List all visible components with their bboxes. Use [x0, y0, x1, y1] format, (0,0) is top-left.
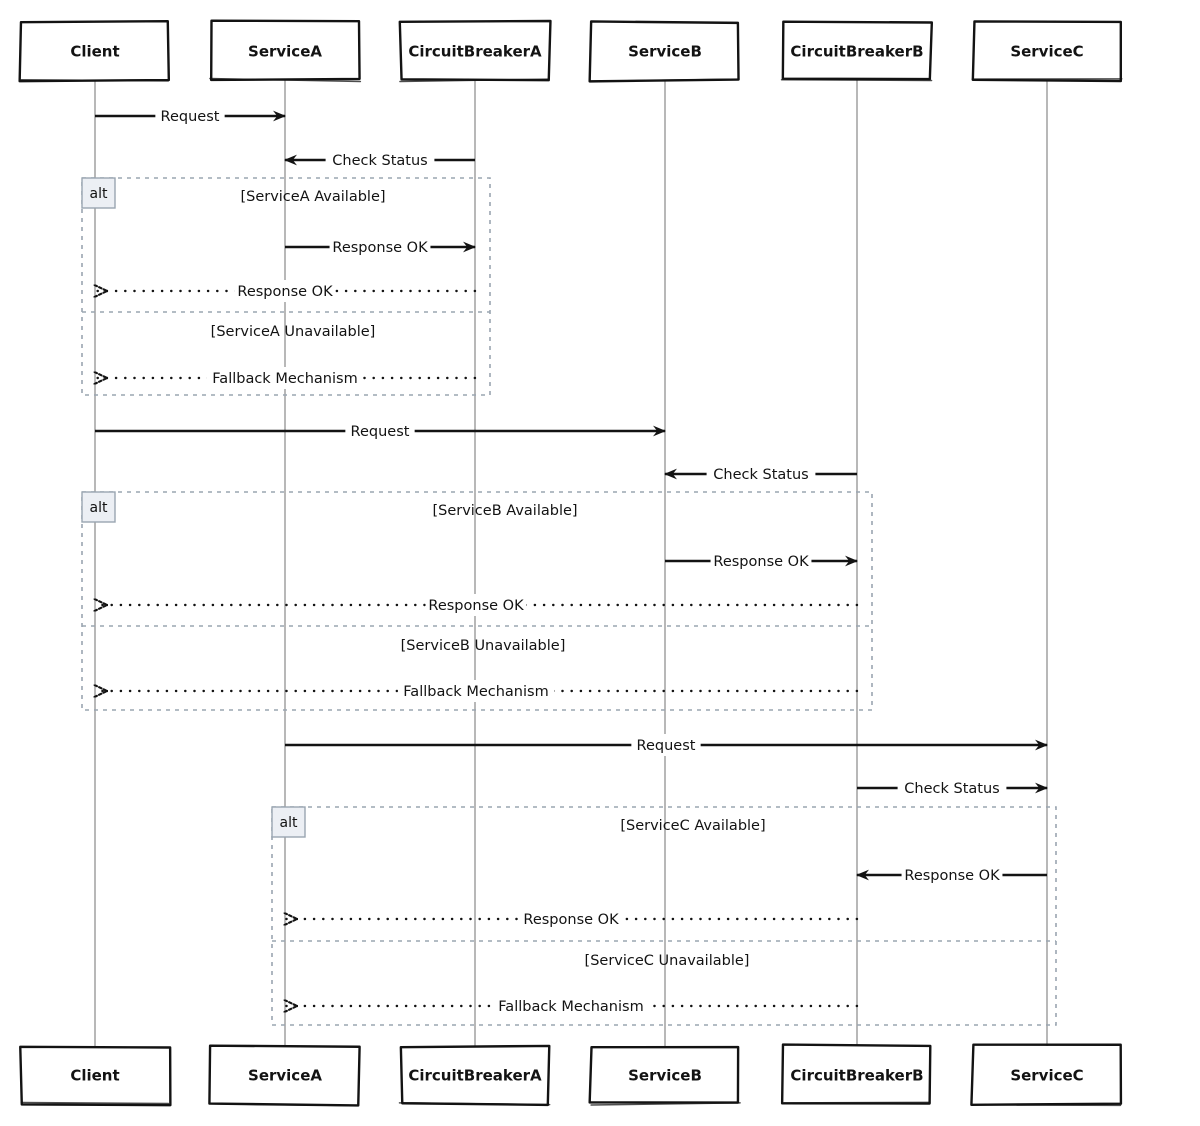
- participant-box-client-bottom[interactable]: Client: [19, 1045, 172, 1107]
- message-m7: Check Status: [664, 463, 857, 485]
- message-label-m13: Response OK: [904, 868, 1000, 884]
- participant-boxes-bottom: Client ServiceA CircuitBreakerA ServiceB Cir…: [19, 1043, 1123, 1107]
- message-label-m4: Response OK: [237, 284, 333, 300]
- message-label-m5: Fallback Mechanism: [212, 371, 357, 387]
- alt-condition-alt2-0: [ServiceB Available]: [432, 503, 577, 519]
- participant-boxes-top: Client ServiceA CircuitBreakerA ServiceB Cir…: [18, 19, 1123, 83]
- participant-label-serviceB-top: ServiceB: [628, 43, 702, 61]
- message-label-m14: Response OK: [523, 912, 619, 928]
- message-m11: Request: [285, 734, 1048, 756]
- alt-keyword-text-alt1: alt: [90, 186, 108, 202]
- message-m2: Check Status: [284, 149, 475, 171]
- participant-box-circuitBreakerB-top[interactable]: CircuitBreakerB: [780, 20, 934, 82]
- alt-frame-alt1: [81, 177, 491, 396]
- alt-condition-alt3-0: [ServiceC Available]: [620, 818, 765, 834]
- message-m3: Response OK: [285, 236, 476, 258]
- message-label-m11: Request: [637, 738, 696, 754]
- participant-label-client-top: Client: [70, 43, 119, 61]
- participant-box-client-top[interactable]: Client: [18, 19, 171, 83]
- message-m14: Response OK: [285, 908, 859, 930]
- message-m8: Response OK: [665, 550, 858, 572]
- participant-label-serviceA-bottom: ServiceA: [248, 1067, 322, 1085]
- alt-frame-alt3: [271, 806, 1057, 1026]
- alt-condition-alt1-0: [ServiceA Available]: [240, 189, 385, 205]
- message-label-m3: Response OK: [332, 240, 428, 256]
- participant-label-serviceC-bottom: ServiceC: [1010, 1067, 1083, 1085]
- message-label-m12: Check Status: [904, 781, 999, 797]
- participant-label-serviceC-top: ServiceC: [1010, 43, 1083, 61]
- participant-box-serviceB-top[interactable]: ServiceB: [588, 20, 740, 83]
- alt-condition-alt2-1: [ServiceB Unavailable]: [401, 638, 566, 654]
- participant-box-serviceC-top[interactable]: ServiceC: [971, 20, 1123, 83]
- alt-condition-alt3-1: [ServiceC Unavailable]: [585, 953, 750, 969]
- message-m1: Request: [95, 105, 286, 127]
- participant-label-circuitBreakerA-top: CircuitBreakerA: [408, 43, 542, 61]
- participant-label-circuitBreakerB-bottom: CircuitBreakerB: [790, 1067, 923, 1085]
- message-m12: Check Status: [857, 777, 1048, 799]
- participant-box-circuitBreakerB-bottom[interactable]: CircuitBreakerB: [780, 1043, 932, 1105]
- participant-label-circuitBreakerA-bottom: CircuitBreakerA: [408, 1067, 542, 1085]
- message-label-m15: Fallback Mechanism: [498, 999, 643, 1015]
- message-m10: Fallback Mechanism: [95, 680, 859, 702]
- alt-keyword-alt1[interactable]: alt: [81, 177, 116, 209]
- participant-label-circuitBreakerB-top: CircuitBreakerB: [790, 43, 923, 61]
- message-label-m7: Check Status: [713, 467, 808, 483]
- message-label-m8: Response OK: [713, 554, 809, 570]
- message-label-m6: Request: [351, 424, 410, 440]
- message-label-m9: Response OK: [428, 598, 524, 614]
- message-m4: Response OK: [95, 280, 477, 302]
- alt-keyword-alt3[interactable]: alt: [271, 806, 306, 838]
- message-label-m1: Request: [161, 109, 220, 125]
- participant-box-circuitBreakerA-bottom[interactable]: CircuitBreakerA: [398, 1044, 551, 1107]
- alt-condition-alt1-1: [ServiceA Unavailable]: [211, 324, 376, 340]
- message-m13: Response OK: [856, 864, 1047, 886]
- alt-keyword-alt2[interactable]: alt: [81, 491, 116, 523]
- message-m5: Fallback Mechanism: [95, 367, 477, 389]
- message-m15: Fallback Mechanism: [285, 995, 859, 1017]
- message-m6: Request: [95, 420, 666, 442]
- participant-box-serviceC-bottom[interactable]: ServiceC: [970, 1043, 1123, 1107]
- participant-label-serviceA-top: ServiceA: [248, 43, 322, 61]
- message-label-m10: Fallback Mechanism: [403, 684, 548, 700]
- participant-label-client-bottom: Client: [70, 1067, 119, 1085]
- alt-frame-alt2: [81, 491, 873, 711]
- participant-label-serviceB-bottom: ServiceB: [628, 1067, 702, 1085]
- lifelines-group: [94, 80, 1048, 1046]
- participant-box-circuitBreakerA-top[interactable]: CircuitBreakerA: [398, 19, 552, 83]
- alt-labels-group: alt [ServiceA Available] [ServiceA Unavail…: [81, 177, 766, 969]
- message-m9: Response OK: [95, 594, 859, 616]
- participant-box-serviceB-bottom[interactable]: ServiceB: [588, 1045, 741, 1106]
- participant-box-serviceA-top[interactable]: ServiceA: [209, 19, 362, 83]
- alt-keyword-text-alt2: alt: [90, 500, 108, 516]
- participant-box-serviceA-bottom[interactable]: ServiceA: [208, 1044, 361, 1107]
- alt-keyword-text-alt3: alt: [280, 815, 298, 831]
- alt-frames-group: [81, 177, 1057, 1026]
- message-label-m2: Check Status: [332, 153, 427, 169]
